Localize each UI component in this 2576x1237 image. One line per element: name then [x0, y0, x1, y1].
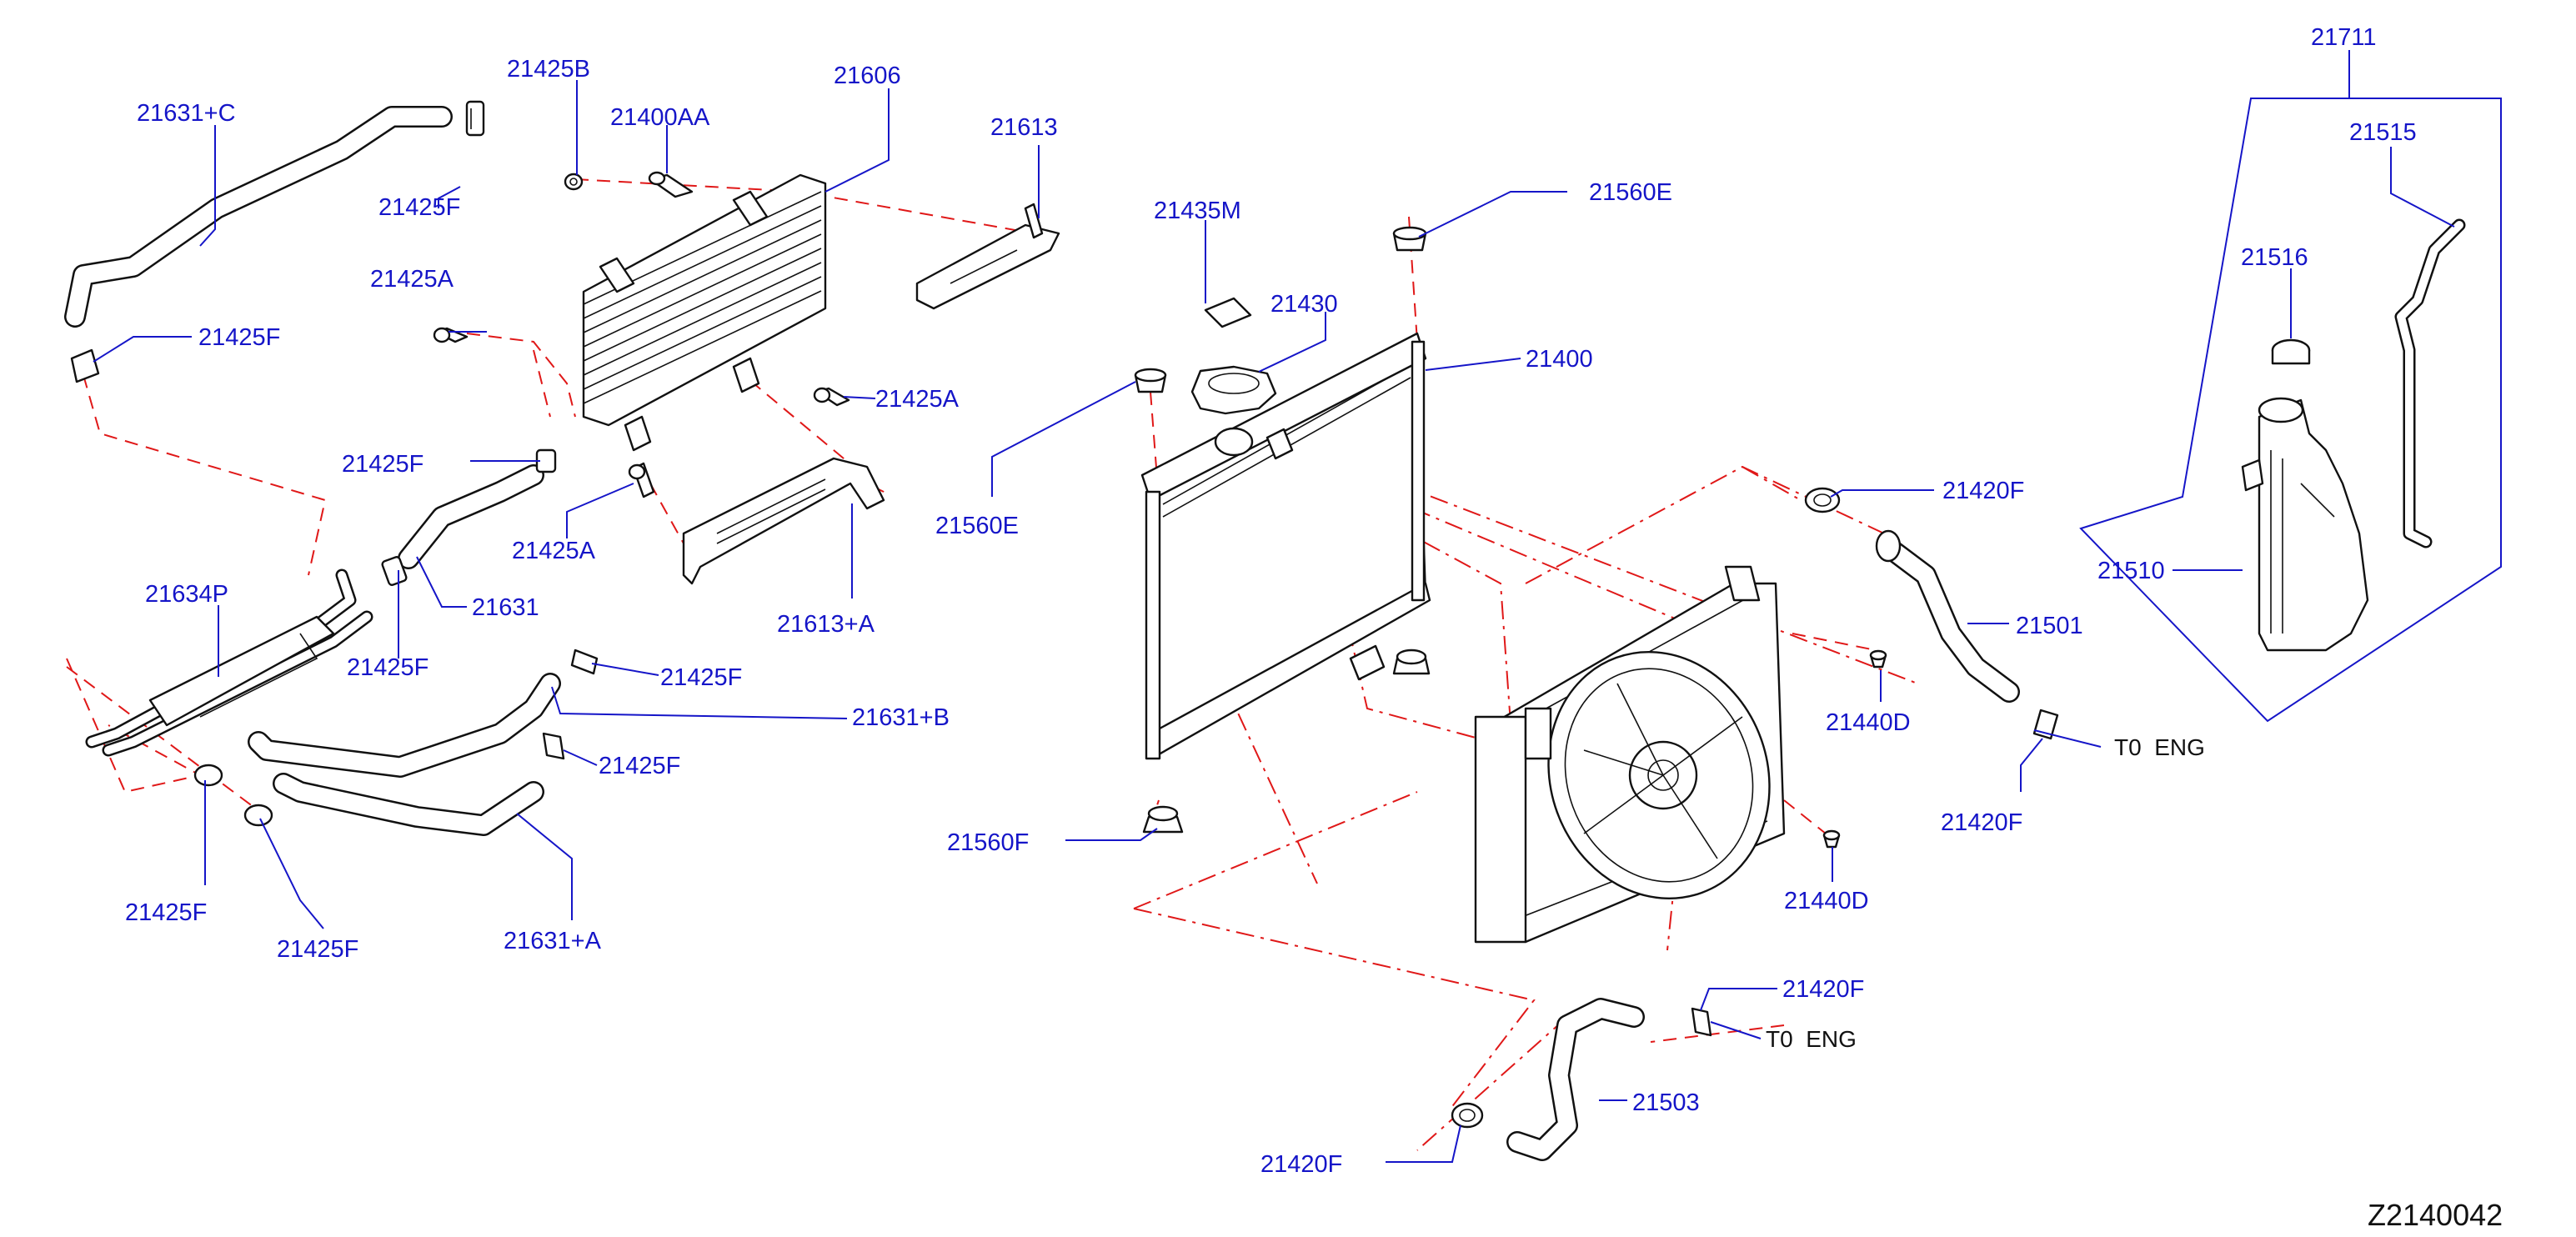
phantom-lines	[66, 178, 1918, 1151]
hose-21503	[1506, 998, 1645, 1161]
hose-clip-21425f-top	[465, 100, 485, 137]
callout-21510: 21510	[2097, 558, 2165, 584]
callout-21430: 21430	[1270, 291, 1338, 318]
hose-21501	[1875, 529, 2020, 703]
callout-21515: 21515	[2349, 119, 2417, 146]
callout-21400: 21400	[1526, 346, 1593, 373]
callout-21425f-upper-left: 21425F	[198, 324, 280, 351]
callout-21425f-pipe: 21425F	[347, 654, 428, 681]
hose-21515	[2394, 218, 2466, 548]
callout-21560e-left: 21560E	[935, 513, 1019, 539]
callout-21440d-lower: 21440D	[1784, 888, 1869, 914]
pipe-21634p	[85, 568, 373, 757]
callout-21560f: 21560F	[947, 829, 1029, 856]
oil-cooler	[582, 173, 827, 452]
reservoir-frame	[2079, 98, 2502, 723]
callout-21631: 21631	[472, 594, 539, 621]
callout-21425b: 21425B	[507, 56, 590, 83]
mount-21560e-top	[1392, 226, 1427, 252]
hose-clamp-21420f-low	[1691, 1007, 1712, 1037]
callout-21425f-clip2: 21425F	[599, 753, 680, 779]
hose-21631-b	[248, 673, 561, 778]
callout-21425f-bottom-mid: 21425F	[277, 936, 358, 963]
mount-21560e-left	[1134, 368, 1167, 393]
hose-clamp-21420f-upper	[1804, 487, 1841, 513]
bolt-21440d-lower	[1822, 829, 1841, 849]
callout-21613: 21613	[990, 114, 1058, 141]
callout-21425a-lower: 21425A	[512, 538, 596, 564]
callout-21420f-bottom: 21420F	[1260, 1151, 1342, 1178]
callout-21711: 21711	[2311, 24, 2377, 51]
callout-21634p: 21634P	[145, 581, 228, 608]
bolt-21440d-upper	[1869, 649, 1887, 669]
callout-21420f-low: 21420F	[1782, 976, 1864, 1003]
callout-21425f-bottom-left: 21425F	[125, 899, 207, 926]
callout-21516: 21516	[2241, 244, 2308, 271]
callout-21440d-upper: 21440D	[1826, 709, 1911, 736]
mount-21560f	[1142, 805, 1184, 834]
hose-clip-21425f-bottom-mid	[243, 804, 273, 827]
callout-21631-c: 21631+C	[137, 100, 236, 127]
callout-21503: 21503	[1632, 1089, 1700, 1116]
mount-radiator-bottom-right	[1392, 649, 1431, 675]
bolt-21425a-lower	[628, 462, 655, 498]
hose-clamp-21420f-mid	[2032, 709, 2059, 740]
reservoir-tank	[2241, 397, 2369, 652]
to-engine-lower: T0 ENG	[1766, 1026, 1857, 1052]
to-engine-upper: T0 ENG	[2114, 734, 2205, 760]
cap-21430	[1190, 365, 1277, 415]
callout-21425a-top: 21425A	[370, 266, 454, 293]
cap-21516	[2271, 338, 2311, 365]
callout-21425a-mid: 21425A	[875, 386, 960, 413]
hose-clip-21425f-clip2	[542, 732, 565, 760]
callout-21613-a: 21613+A	[777, 611, 875, 638]
callout-labels: 21631+C 21425B 21400AA 21606 21613 21425…	[125, 24, 2503, 1232]
callout-21631-b: 21631+B	[852, 704, 950, 731]
hose-clip-21425f-bottom-left	[193, 764, 223, 787]
callout-21425f-top: 21425F	[378, 194, 460, 221]
callout-21400aa: 21400AA	[610, 104, 710, 131]
callout-21425f-clip: 21425F	[660, 664, 742, 691]
callout-21606: 21606	[834, 63, 901, 89]
callout-21420f-upper: 21420F	[1942, 478, 2024, 504]
bracket-21613	[915, 203, 1060, 310]
label-21435m	[1204, 297, 1252, 328]
leader-lines	[93, 50, 2455, 1163]
radiator	[1140, 332, 1431, 760]
hose-clamp-21420f-bottom	[1451, 1102, 1484, 1129]
callout-21425f-cooler-outlet: 21425F	[342, 451, 423, 478]
hose-21631-c	[64, 106, 453, 328]
bracket-21613-a	[682, 457, 885, 585]
hose-clip-21425f-clip	[570, 649, 599, 675]
callout-21631-a: 21631+A	[504, 928, 602, 954]
callout-21435m: 21435M	[1154, 198, 1241, 224]
callout-21420f-mid: 21420F	[1941, 809, 2022, 836]
grommet-21425b	[564, 173, 584, 191]
fan-shroud-assembly	[1474, 565, 1786, 944]
hose-21631-a	[273, 773, 544, 836]
bolt-21400aa	[648, 171, 694, 198]
bolt-21425a-top	[433, 327, 469, 343]
callout-21501: 21501	[2016, 613, 2083, 639]
hose-21631	[398, 464, 544, 569]
hose-clip-21425f-upper-left	[70, 348, 100, 383]
diagram-code: Z2140042	[2368, 1198, 2503, 1232]
bolt-21425a-mid	[813, 387, 850, 407]
callout-21560e-top: 21560E	[1589, 179, 1672, 206]
